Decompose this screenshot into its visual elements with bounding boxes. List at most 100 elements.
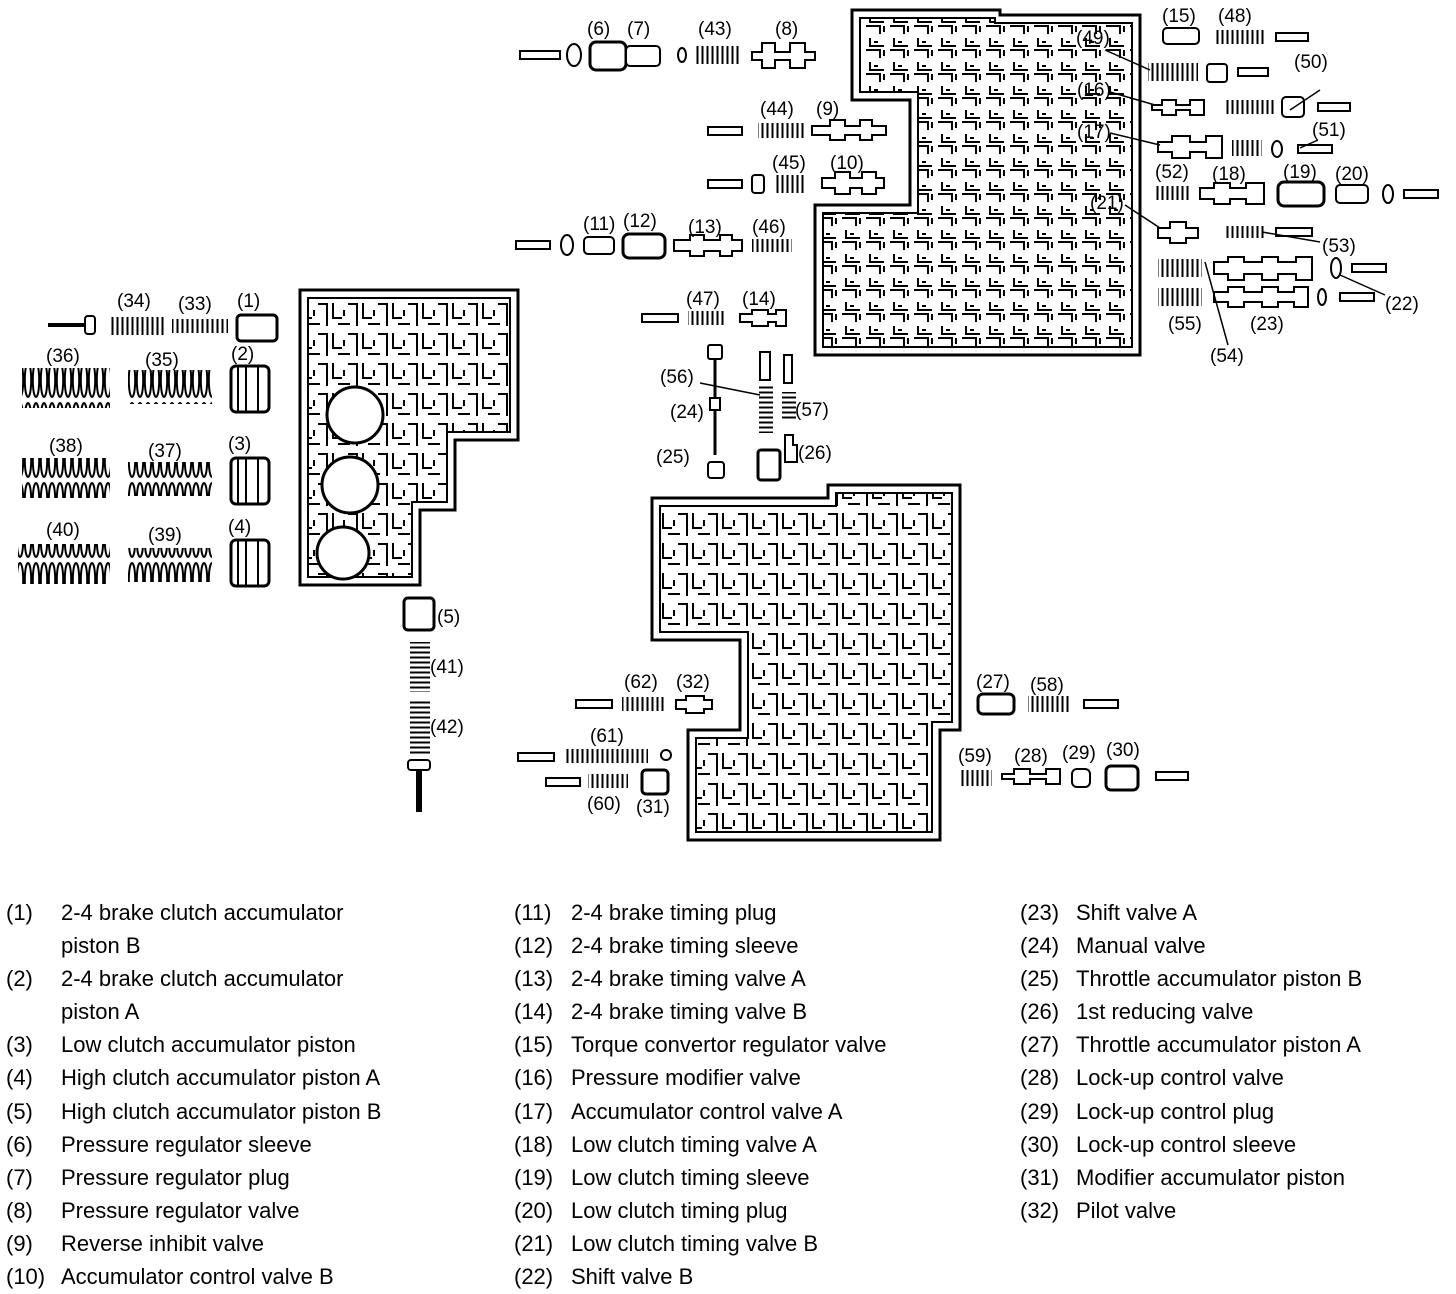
callout-13: (13) bbox=[688, 217, 722, 238]
legend-row: (25) Throttle accumulator piston B bbox=[1020, 962, 1362, 995]
callout-53: (53) bbox=[1322, 236, 1356, 257]
legend-number: (22) bbox=[514, 1264, 554, 1290]
legend-number: (3) bbox=[6, 1032, 33, 1058]
legend-column-1: (1)2-4 brake clutch accumulator piston B… bbox=[6, 896, 381, 1293]
legend-row: (16)Pressure modifier valve bbox=[514, 1061, 887, 1094]
callout-1: (1) bbox=[237, 291, 260, 312]
legend-text: 2-4 brake clutch accumulator bbox=[61, 900, 344, 925]
legend-row-continued: piston B bbox=[6, 929, 381, 962]
legend-number: (20) bbox=[514, 1197, 554, 1223]
legend-row: (4)High clutch accumulator piston A bbox=[6, 1061, 381, 1094]
callout-61: (61) bbox=[590, 726, 624, 747]
legend-number: (15) bbox=[514, 1032, 554, 1058]
legend-text: Accumulator control valve A bbox=[571, 1098, 843, 1124]
legend-number: (21) bbox=[514, 1230, 554, 1256]
callout-58: (58) bbox=[1030, 675, 1064, 696]
legend-text: Reverse inhibit valve bbox=[61, 1230, 264, 1256]
legend-row: (24)Manual valve bbox=[1020, 929, 1362, 962]
legend-text: Throttle accumulator piston A bbox=[1076, 1032, 1361, 1058]
callout-21: (21) bbox=[1090, 193, 1124, 214]
legend-number: (9) bbox=[6, 1230, 33, 1256]
brake-timing-train bbox=[515, 232, 792, 327]
legend-text: Low clutch timing valve A bbox=[571, 1131, 817, 1157]
callout-23: (23) bbox=[1250, 314, 1284, 335]
legend-text: Shift valve A bbox=[1076, 900, 1198, 925]
callout-22: (22) bbox=[1385, 294, 1419, 315]
legend-text: Pilot valve bbox=[1076, 1197, 1177, 1223]
legend-number: (28) bbox=[1020, 1065, 1060, 1091]
callout-27: (27) bbox=[976, 672, 1010, 693]
legend-text: Lock-up control sleeve bbox=[1076, 1131, 1297, 1157]
reverse-inhibit-train bbox=[707, 119, 887, 195]
callout-33: (33) bbox=[178, 294, 212, 315]
legend-column-2: (11)2-4 brake timing plug (12)2-4 brake … bbox=[514, 896, 887, 1293]
legend-text: Pressure regulator plug bbox=[61, 1164, 290, 1190]
legend-number: (10) bbox=[6, 1264, 46, 1290]
callout-42: (42) bbox=[430, 717, 464, 738]
legend-row: (5) High clutch accumulator piston B bbox=[6, 1095, 381, 1128]
legend-number: (7) bbox=[6, 1164, 33, 1190]
legend-text: 2-4 brake clutch accumulator bbox=[61, 966, 344, 992]
callout-40: (40) bbox=[46, 520, 80, 541]
legend-row: (19) Low clutch timing sleeve bbox=[514, 1161, 887, 1194]
callout-19: (19) bbox=[1283, 162, 1317, 183]
pressure-regulator-train bbox=[519, 40, 816, 72]
callout-54: (54) bbox=[1210, 346, 1244, 367]
legend-row: (23) Shift valve A bbox=[1020, 896, 1362, 929]
legend-row: (18) Low clutch timing valve A bbox=[514, 1128, 887, 1161]
callout-32: (32) bbox=[676, 672, 710, 693]
legend-number: (26) bbox=[1020, 999, 1060, 1025]
legend-row: (8)Pressure regulator valve bbox=[6, 1194, 381, 1227]
legend-number: (5) bbox=[6, 1098, 33, 1124]
legend-number: (19) bbox=[514, 1164, 554, 1190]
callout-62: (62) bbox=[624, 672, 658, 693]
legend-number: (8) bbox=[6, 1197, 33, 1223]
legend-number: (23) bbox=[1020, 900, 1060, 925]
legend-row: (14)2-4 brake timing valve B bbox=[514, 995, 887, 1028]
callout-8: (8) bbox=[775, 19, 798, 40]
legend-row: (10)Accumulator control valve B bbox=[6, 1260, 381, 1293]
legend-row: (12)2-4 brake timing sleeve bbox=[514, 929, 887, 962]
legend-row: (22)Shift valve B bbox=[514, 1260, 887, 1293]
legend-number: (32) bbox=[1020, 1197, 1060, 1223]
legend-text: Lock-up control valve bbox=[1076, 1065, 1284, 1091]
callout-17: (17) bbox=[1077, 122, 1111, 143]
callout-7: (7) bbox=[627, 19, 650, 40]
callout-labels: (1) (2) (3) (4) (5) (6) (7) (8) (9) (10)… bbox=[46, 6, 1419, 818]
legend-text: 2-4 brake timing sleeve bbox=[571, 933, 799, 959]
legend-row: (30)Lock-up control sleeve bbox=[1020, 1128, 1362, 1161]
left-accumulator-parts bbox=[18, 313, 436, 812]
legend-number: (24) bbox=[1020, 933, 1060, 959]
upper-right-valve-trains bbox=[1148, 27, 1439, 308]
legend-text: Low clutch timing plug bbox=[571, 1197, 788, 1223]
legend-number: (27) bbox=[1020, 1032, 1060, 1058]
legend-text: Modifier accumulator piston bbox=[1076, 1164, 1346, 1190]
callout-30: (30) bbox=[1106, 740, 1140, 761]
callout-4: (4) bbox=[228, 517, 251, 538]
legend-row: (2) 2-4 brake clutch accumulator bbox=[6, 962, 381, 995]
legend-row: (11)2-4 brake timing plug bbox=[514, 896, 887, 929]
callout-15: (15) bbox=[1162, 6, 1196, 27]
legend-row: (17)Accumulator control valve A bbox=[514, 1095, 887, 1128]
legend-number: (2) bbox=[6, 966, 33, 992]
legend-text: Throttle accumulator piston B bbox=[1076, 966, 1363, 992]
callout-59: (59) bbox=[958, 746, 992, 767]
legend-number: (13) bbox=[514, 966, 554, 992]
legend-row: (13)2-4 brake timing valve A bbox=[514, 962, 887, 995]
legend-row: (27) Throttle accumulator piston A bbox=[1020, 1028, 1362, 1061]
callout-26: (26) bbox=[798, 443, 832, 464]
legend-column-3: (23) Shift valve A (24)Manual valve (25) T… bbox=[1020, 896, 1362, 1227]
legend-number: (29) bbox=[1020, 1098, 1060, 1124]
legend-text: Low clutch timing sleeve bbox=[571, 1164, 810, 1190]
callout-46: (46) bbox=[752, 217, 786, 238]
manual-valve-group bbox=[707, 344, 798, 482]
legend-text: High clutch accumulator piston B bbox=[61, 1098, 382, 1124]
callout-41: (41) bbox=[430, 657, 464, 678]
legend-number: (18) bbox=[514, 1131, 554, 1157]
callout-49: (49) bbox=[1076, 28, 1110, 49]
legend-text: Pressure modifier valve bbox=[571, 1065, 801, 1091]
legend-text: Lock-up control plug bbox=[1076, 1098, 1275, 1124]
callout-36: (36) bbox=[46, 346, 80, 367]
legend-number: (25) bbox=[1020, 966, 1060, 992]
callout-45: (45) bbox=[772, 153, 806, 174]
